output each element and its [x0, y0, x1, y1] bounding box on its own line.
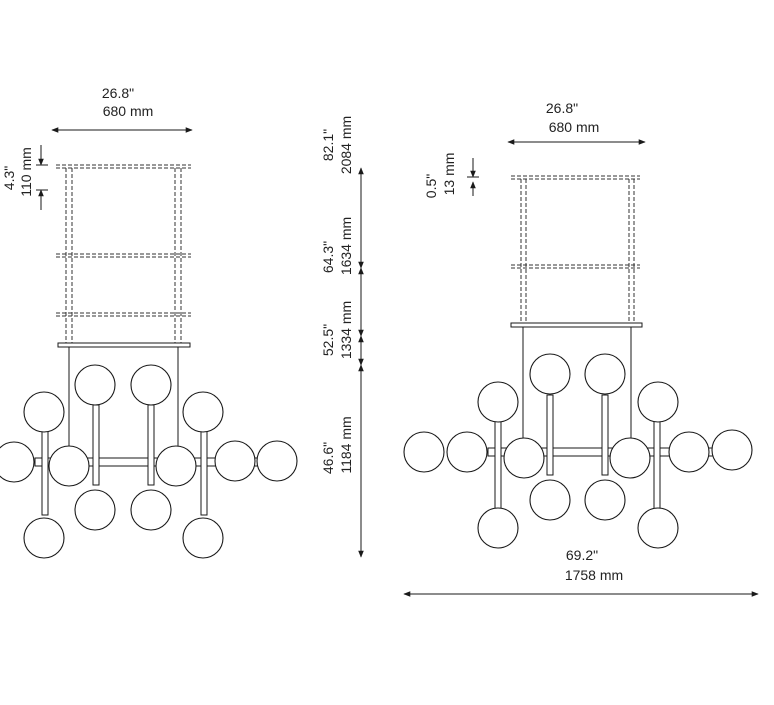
left-canopy-imperial: 4.3": [1, 166, 17, 190]
right-globes: [403, 353, 753, 549]
height-4-imperial: 46.6": [320, 442, 336, 474]
height-3-metric: 1334 mm: [338, 301, 354, 359]
height-3-imperial: 52.5": [320, 324, 336, 356]
left-width-imperial: 26.8": [102, 85, 134, 101]
left-stem: [92, 404, 100, 486]
right-canopy-imperial: 0.5": [423, 174, 439, 198]
right-stem: [546, 394, 554, 476]
left-stem: [41, 424, 49, 516]
left-canopy-metric: 110 mm: [18, 147, 34, 197]
height-1-metric: 2084 mm: [338, 116, 354, 174]
left-stem: [200, 424, 208, 516]
left-chandelier-drawing: 26.8" 680 mm 4.3" 110 mm: [0, 85, 298, 559]
right-stem: [494, 419, 502, 511]
height-2-metric: 1634 mm: [338, 217, 354, 275]
left-width-metric: 680 mm: [103, 103, 154, 119]
right-stem: [653, 419, 661, 511]
right-width-metric: 680 mm: [549, 119, 600, 135]
right-width-imperial: 26.8": [546, 100, 578, 116]
left-suspension-frame: [56, 164, 191, 348]
right-suspension-frame: [510, 175, 643, 328]
right-chandelier-drawing: 26.8" 680 mm 0.5" 13 mm: [403, 100, 759, 597]
left-stem: [147, 404, 155, 486]
right-canopy-metric: 13 mm: [441, 153, 457, 196]
height-1-imperial: 82.1": [320, 129, 336, 161]
height-4-metric: 1184 mm: [338, 416, 354, 473]
height-dimensions: 82.1" 2084 mm 64.3" 1634 mm 52.5" 1334 m…: [320, 116, 364, 558]
right-stem: [601, 394, 609, 476]
height-2-imperial: 64.3": [320, 241, 336, 273]
right-length-metric: 1758 mm: [565, 567, 623, 583]
right-length-imperial: 69.2": [566, 547, 598, 563]
left-globes: [0, 364, 298, 559]
